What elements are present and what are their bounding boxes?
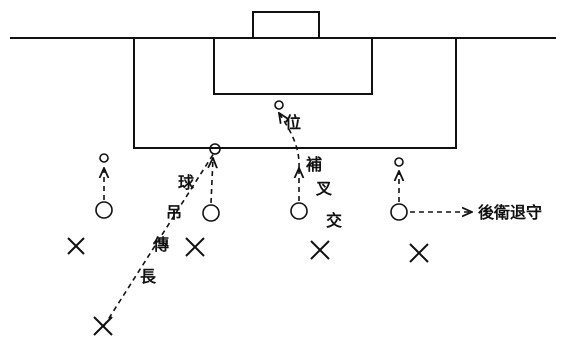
defender-cross [310, 240, 330, 260]
defender-cross [67, 237, 85, 255]
run-arrow [279, 113, 300, 169]
attacker-circle [95, 201, 113, 219]
attacker-circle [390, 203, 408, 221]
attacker-circle [290, 202, 308, 220]
cross-cover-char: 補 [305, 155, 322, 174]
target-circle [274, 100, 284, 110]
goal-area [213, 37, 373, 95]
long-pass-line [103, 152, 215, 327]
defender-cross [409, 243, 429, 263]
target-circle [394, 157, 404, 167]
retreat-label: 後衛退守 [478, 203, 542, 222]
long-pass-char: 傳 [152, 235, 169, 254]
long-pass-char: 吊 [166, 203, 182, 222]
cross-cover-char: 交 [326, 211, 342, 230]
defender-cross [93, 316, 113, 336]
target-circle [99, 153, 109, 163]
target-circle [209, 143, 221, 155]
cross-cover-char: 叉 [315, 179, 333, 198]
position-label: 位 [285, 113, 301, 132]
goal [252, 11, 320, 39]
long-pass-char: 長 [140, 267, 157, 286]
defender-cross [185, 237, 205, 257]
long-pass-char: 球 [178, 173, 195, 192]
run-arrow [211, 158, 213, 204]
attacker-circle [202, 204, 220, 222]
